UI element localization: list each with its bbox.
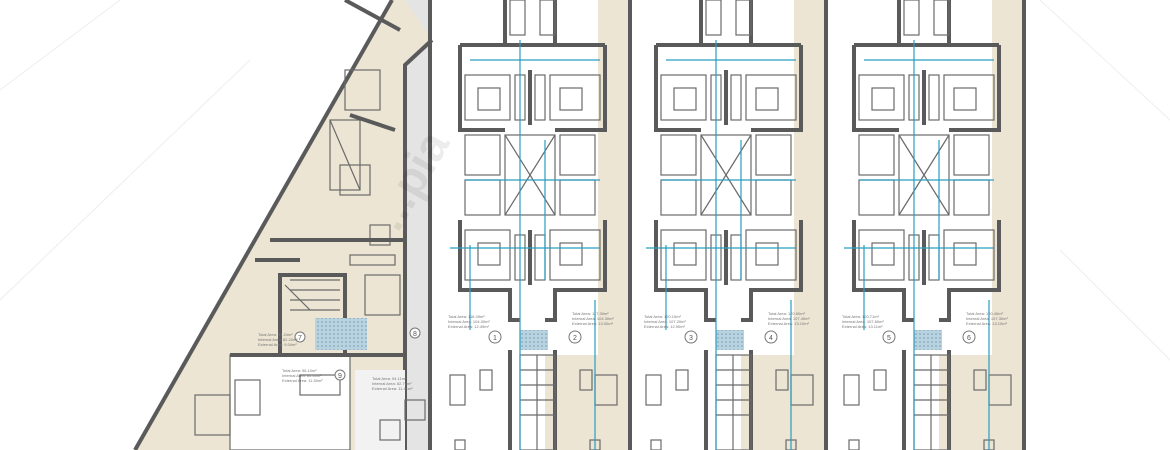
svg-text:Total Area: 116.49m²: Total Area: 116.49m² [448,314,485,319]
stair-core-hatch [716,330,744,350]
unit-number: 1 [493,335,497,342]
area-label: Total Area: 120.71m² Internal Area: 107.… [842,314,884,329]
svg-text:Internal Area: 107.60m²: Internal Area: 107.60m² [842,319,884,324]
area-label: Total Area: 120.40m² Internal Area: 107.… [966,311,1008,326]
area-label: Total Area: 117.30m² Internal Area: 104.… [572,311,614,326]
svg-text:External Area: 13.11m²: External Area: 13.11m² [842,324,883,329]
area-label: Total Area: 94.11m² Internal Area: 82.70… [372,376,413,391]
svg-text:External Area: 11.50m²: External Area: 11.50m² [282,378,323,383]
svg-text:Total Area: 120.40m²: Total Area: 120.40m² [966,311,1004,316]
unit-column: 1 2 Total Area: 116.49m² Internal Area: … [448,0,632,450]
svg-text:Internal Area: 104.00m²: Internal Area: 104.00m² [448,319,490,324]
area-label: Total Area: 91.24m² Internal Area: 82.20… [258,332,298,347]
unit-number: 5 [887,335,891,342]
svg-text:External Area: 12.90m²: External Area: 12.90m² [644,324,686,329]
svg-text:Total Area: 96.10m²: Total Area: 96.10m² [282,368,317,373]
dimension-lines [450,40,600,450]
svg-text:Total Area: 120.71m²: Total Area: 120.71m² [842,314,880,319]
unit-number: 7 [298,335,302,342]
svg-text:Total Area: 117.30m²: Total Area: 117.30m² [572,311,609,316]
area-label: Total Area: 120.10m² Internal Area: 107.… [644,314,686,329]
svg-text:Total Area: 94.11m²: Total Area: 94.11m² [372,376,407,381]
svg-text:External Area: 13.10m²: External Area: 13.10m² [768,321,810,326]
unit-column: 5 6 Total Area: 120.71m² Internal Area: … [842,0,1026,450]
unit-number: 9 [338,373,342,380]
svg-text:Internal Area: 82.20m²: Internal Area: 82.20m² [258,337,298,342]
svg-text:Internal Area: 107.30m²: Internal Area: 107.30m² [966,316,1008,321]
svg-text:Internal Area: 104.30m²: Internal Area: 104.30m² [572,316,614,321]
svg-text:Total Area: 120.10m²: Total Area: 120.10m² [644,314,682,319]
unit-number: 4 [769,335,773,342]
dimension-lines [844,40,994,450]
svg-text:External Area: 13.10m²: External Area: 13.10m² [966,321,1008,326]
area-label: Total Area: 96.10m² Internal Area: 84.60… [282,368,323,383]
svg-text:Total Area: 120.50m²: Total Area: 120.50m² [768,311,806,316]
svg-text:External Area: 12.49m²: External Area: 12.49m² [448,324,490,329]
svg-text:Total Area: 91.24m²: Total Area: 91.24m² [258,332,293,337]
background-lines [0,0,1170,361]
unit-number: 2 [573,335,577,342]
stair-core-hatch [520,330,548,350]
unit-number: 6 [967,335,971,342]
svg-text:External Area: 11.41m²: External Area: 11.41m² [372,386,413,391]
svg-text:Internal Area: 84.60m²: Internal Area: 84.60m² [282,373,322,378]
svg-text:Internal Area: 82.70m²: Internal Area: 82.70m² [372,381,412,386]
svg-text:External Area: 9.04m²: External Area: 9.04m² [258,342,297,347]
left-block: 7 8 9 Total Area: 91.24m² Internal Area:… [133,0,434,450]
unit-number: 8 [413,331,417,338]
unit-column: 3 4 Total Area: 120.10m² Internal Area: … [644,0,828,450]
stair-core-hatch [315,318,367,350]
svg-text:Internal Area: 107.40m²: Internal Area: 107.40m² [768,316,810,321]
area-label: Total Area: 116.49m² Internal Area: 104.… [448,314,490,329]
svg-text:Internal Area: 107.20m²: Internal Area: 107.20m² [644,319,686,324]
svg-text:External Area: 13.00m²: External Area: 13.00m² [572,321,614,326]
area-label: Total Area: 120.50m² Internal Area: 107.… [768,311,810,326]
stair-core-hatch [914,330,942,350]
dimension-lines [646,40,796,450]
unit-number: 3 [689,335,693,342]
